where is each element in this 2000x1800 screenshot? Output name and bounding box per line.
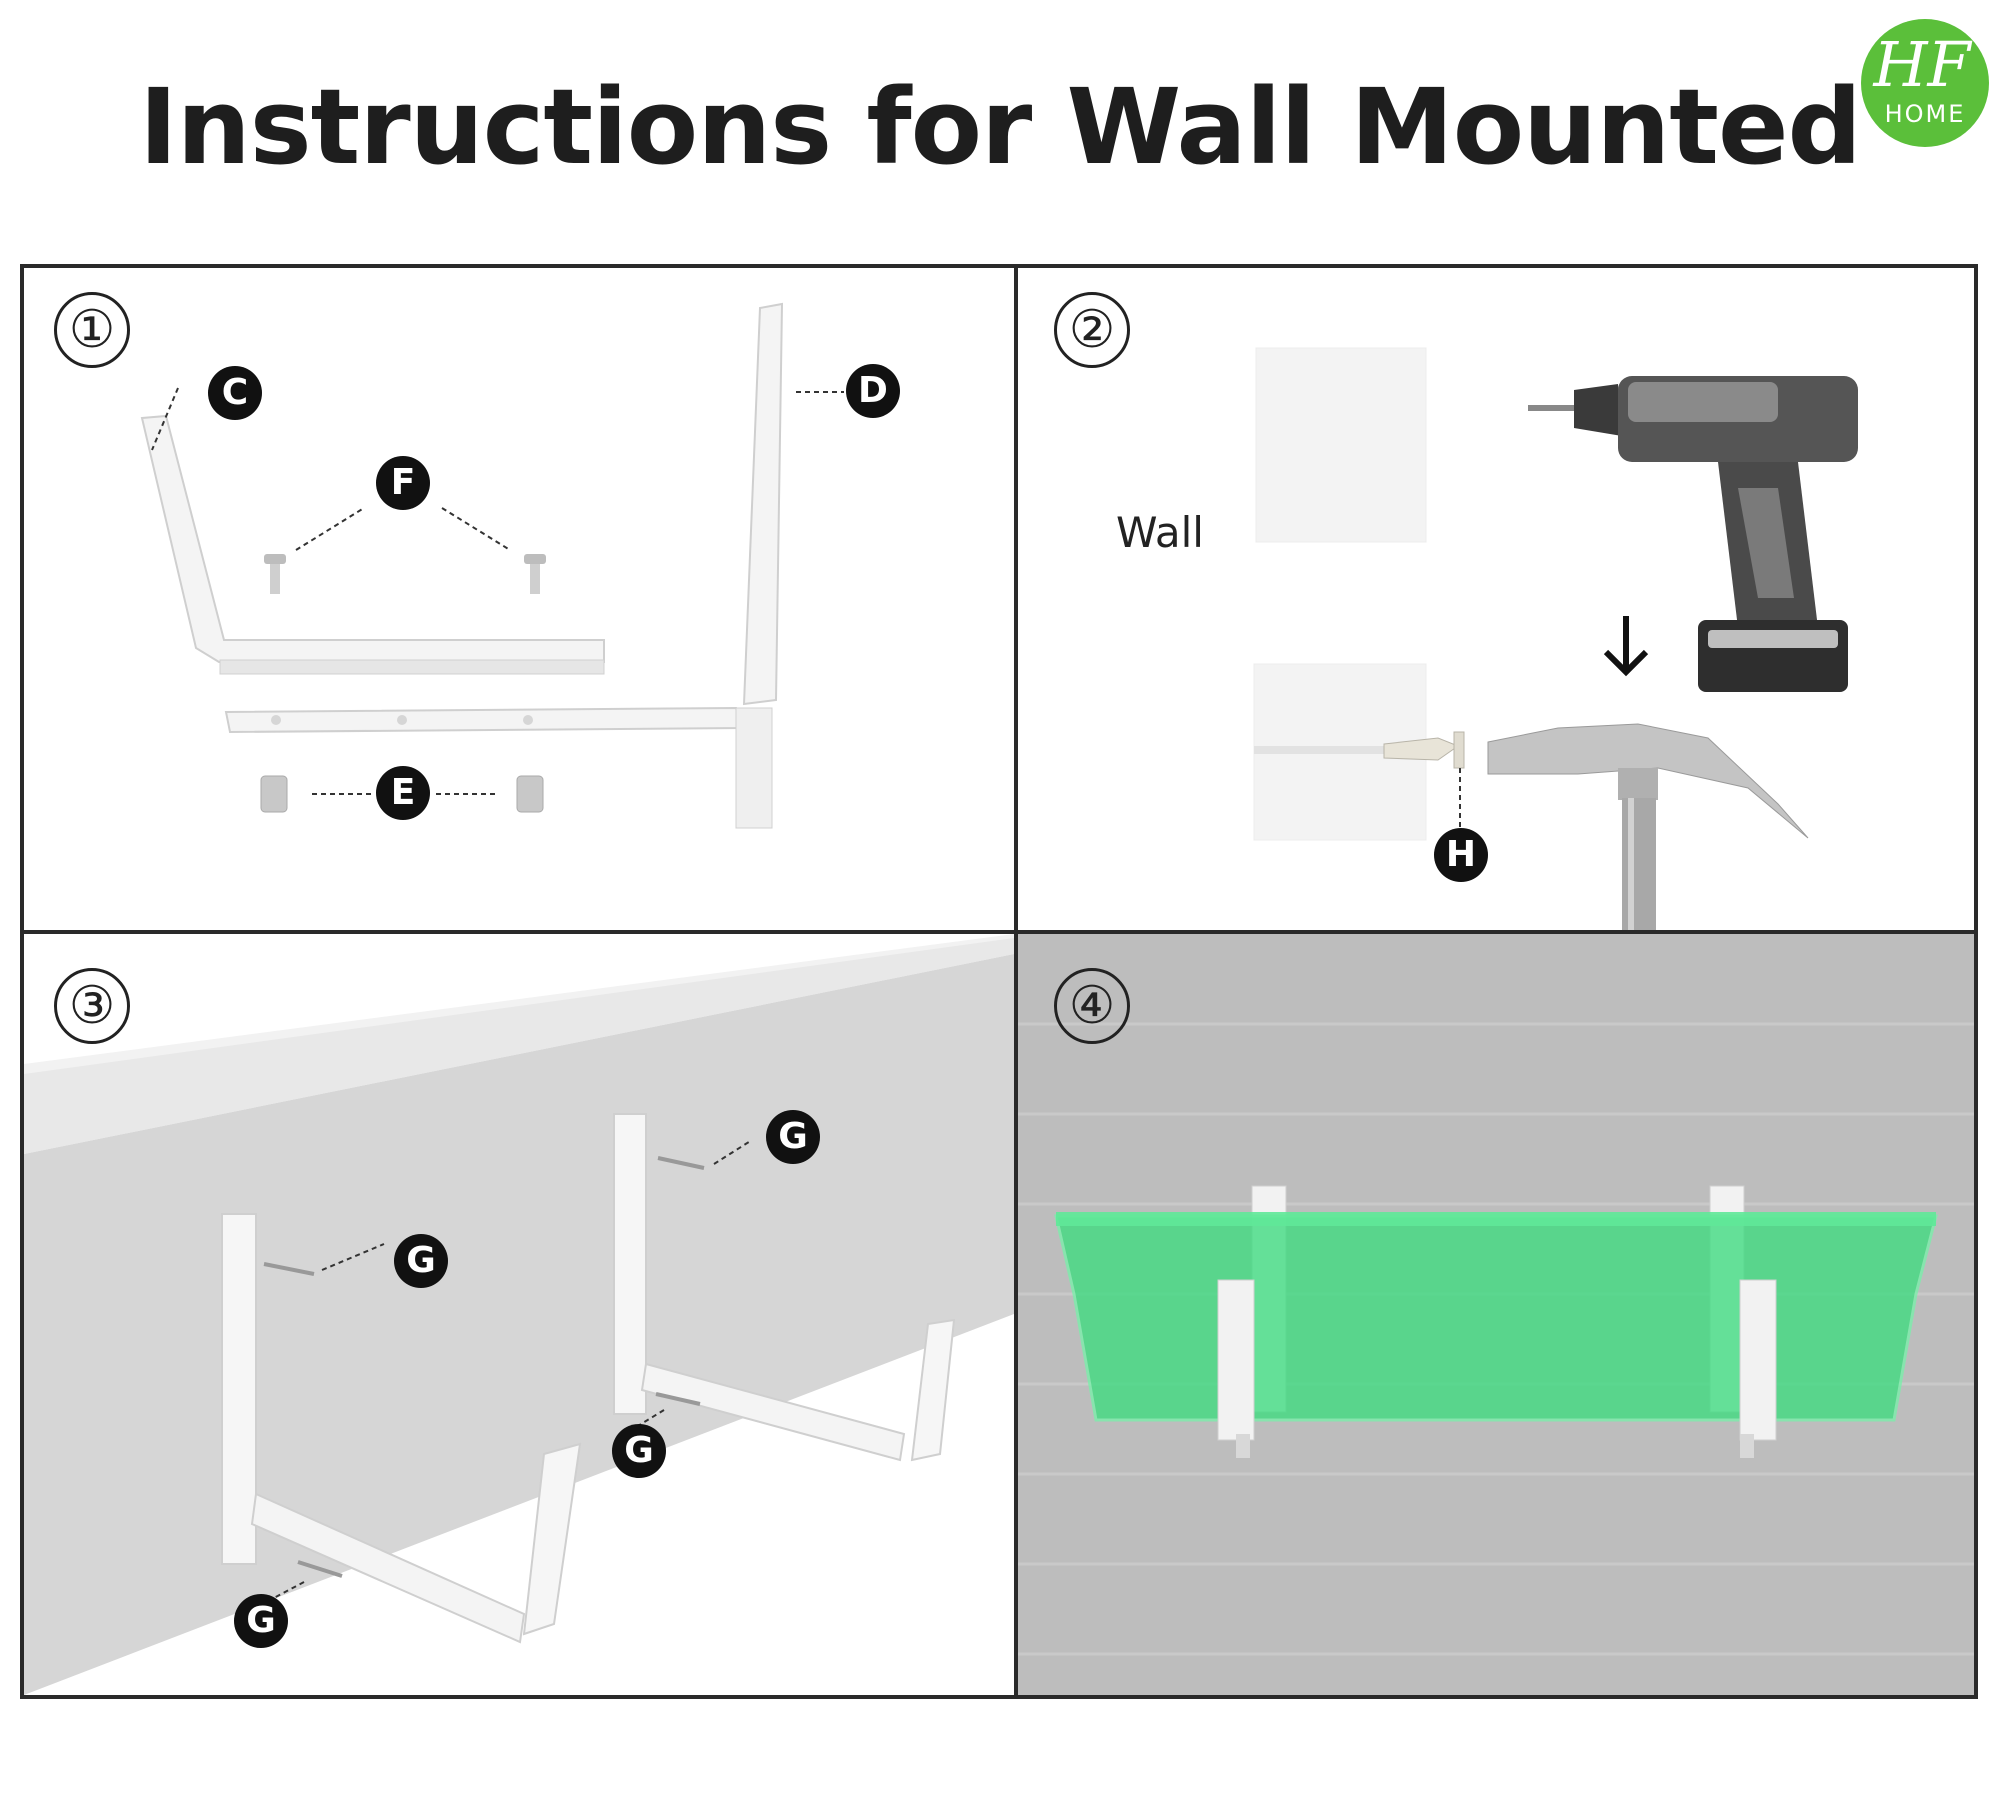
brand-logo: HF HOME [1860, 18, 1990, 148]
logo-badge: HF HOME [1861, 19, 1989, 147]
wall-label: Wall [1116, 508, 1204, 557]
mounted-planter-illustration [1018, 934, 1974, 1695]
page-title: Instructions for Wall Mounted [139, 66, 1862, 188]
part-label-c: C [208, 366, 262, 420]
part-label-f: F [376, 456, 430, 510]
part-label-h: H [1434, 828, 1488, 882]
part-label-d: D [846, 364, 900, 418]
step-number-2: ② [1054, 292, 1130, 368]
step-number-1: ① [54, 292, 130, 368]
part-label-g: G [234, 1594, 288, 1648]
step-4-panel: ④ [1018, 934, 1974, 1695]
instruction-grid: ① C D F E [20, 264, 1978, 1699]
step-1-panel: ① C D F E [24, 268, 1014, 930]
logo-subtext: HOME [1885, 100, 1966, 128]
part-label-e: E [376, 766, 430, 820]
drill-and-anchor-illustration [1253, 347, 1858, 930]
part-label-g: G [612, 1424, 666, 1478]
brackets-on-wall-illustration [24, 934, 1014, 1695]
grid-divider-vertical [1014, 268, 1018, 1695]
grid-divider-horizontal [24, 930, 1974, 934]
step-2-panel: ② Wall H [1018, 268, 1974, 930]
step-number-4: ④ [1054, 968, 1130, 1044]
part-label-g: G [394, 1234, 448, 1288]
bracket-parts-illustration [140, 302, 844, 829]
logo-mark: HF [1872, 28, 1972, 101]
part-label-g: G [766, 1110, 820, 1164]
step-number-3: ③ [54, 968, 130, 1044]
step-3-panel: ③ G G G G [24, 934, 1014, 1695]
